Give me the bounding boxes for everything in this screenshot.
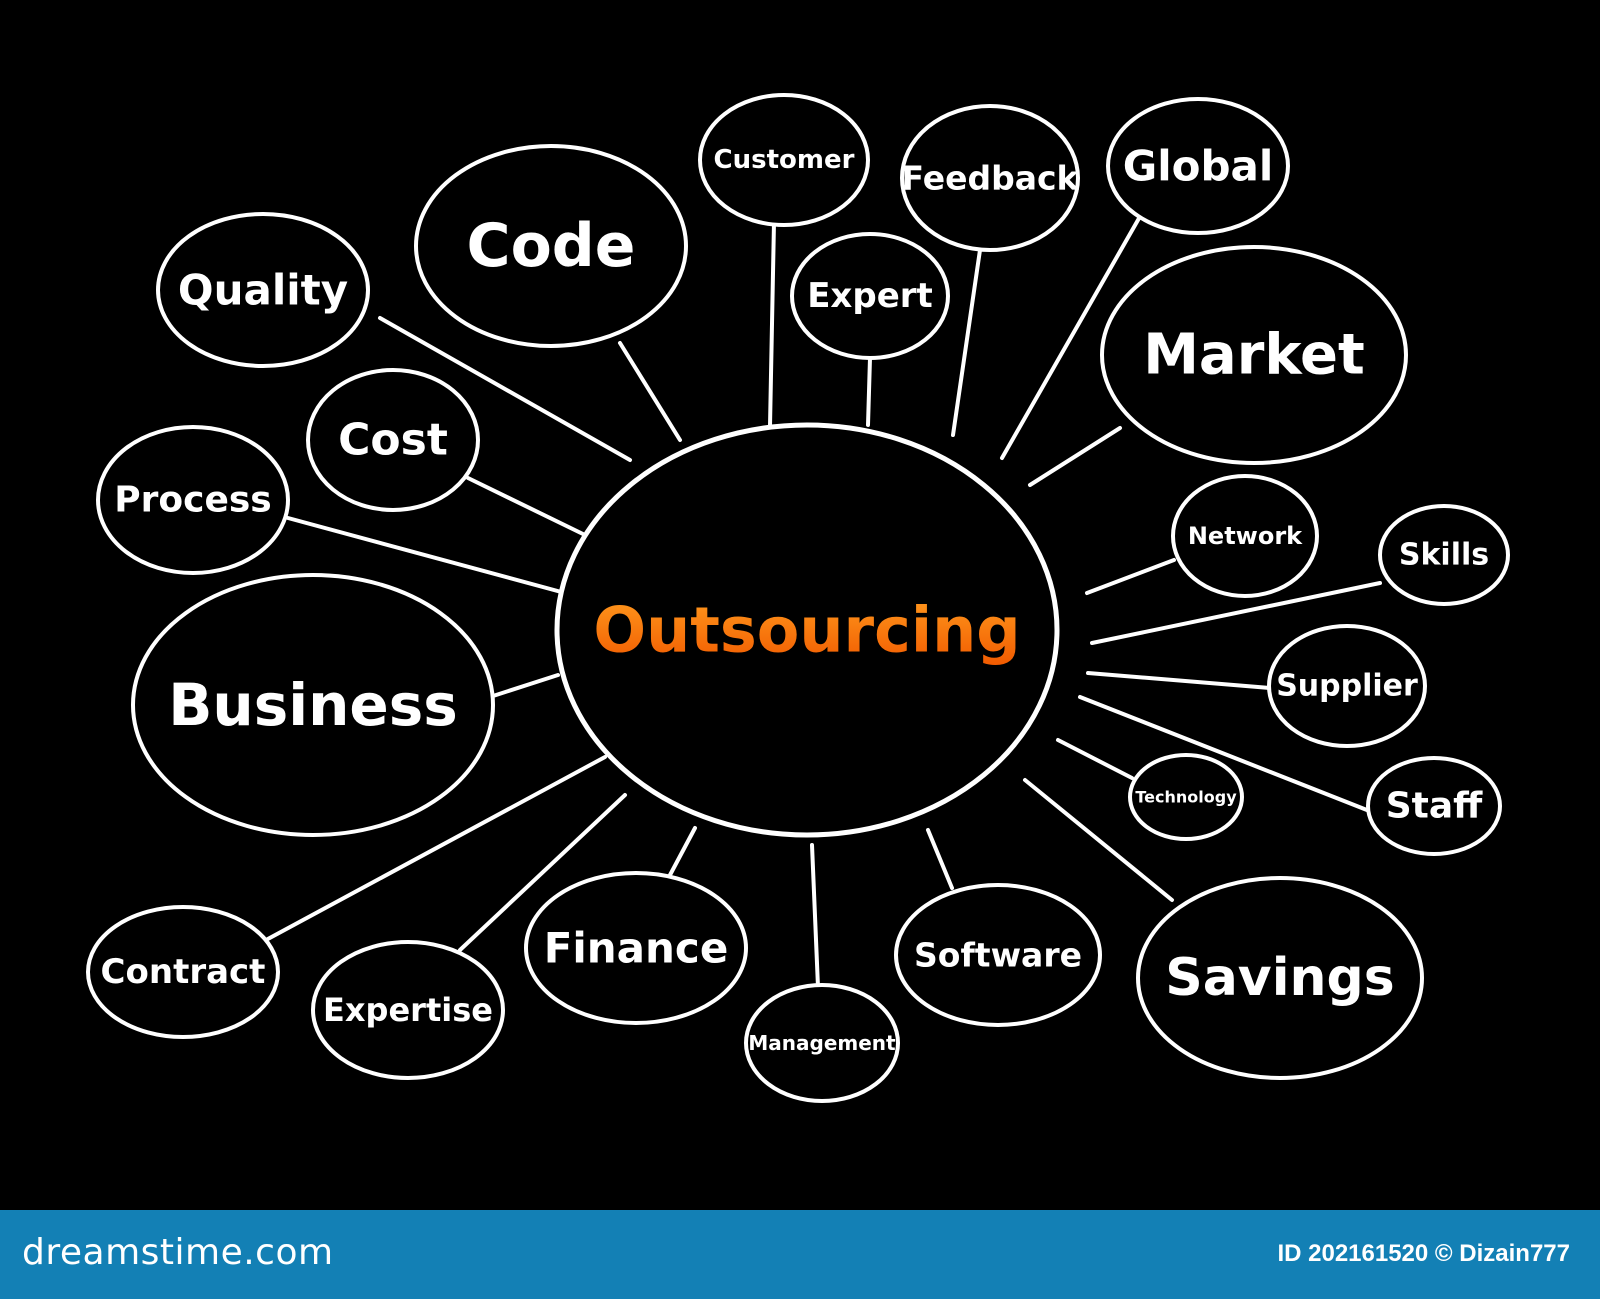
node-expertise-label: Expertise xyxy=(323,991,493,1029)
connector-finance xyxy=(668,826,697,877)
node-staff-bubble xyxy=(1366,756,1502,856)
connector-software xyxy=(926,828,954,890)
footer-brand: dreamstime.com xyxy=(22,1232,334,1273)
node-customer-bubble xyxy=(698,93,870,227)
connector-global xyxy=(1000,211,1144,460)
connector-management xyxy=(810,843,820,989)
node-contract-label: Contract xyxy=(101,952,266,992)
node-skills-bubble xyxy=(1378,504,1510,606)
node-expertise-bubble xyxy=(311,940,505,1080)
node-supplier-label: Supplier xyxy=(1276,669,1418,704)
connectors xyxy=(264,211,1382,989)
node-technology: Technology xyxy=(1128,753,1244,841)
node-feedback-bubble xyxy=(900,104,1080,252)
node-business: Business xyxy=(131,573,495,837)
node-contract: Contract xyxy=(86,905,280,1039)
node-supplier-bubble xyxy=(1267,624,1427,748)
node-technology-label: Technology xyxy=(1135,788,1237,807)
connector-code xyxy=(618,341,682,442)
node-management-label: Management xyxy=(748,1031,896,1055)
connector-customer xyxy=(768,220,776,428)
node-process-bubble xyxy=(96,425,290,575)
connector-process xyxy=(286,516,567,595)
node-quality-bubble xyxy=(156,212,370,368)
node-savings: Savings xyxy=(1136,876,1424,1080)
node-expert-bubble xyxy=(790,232,950,360)
node-finance: Finance xyxy=(524,871,748,1025)
node-code: Code xyxy=(414,144,688,348)
node-savings-bubble xyxy=(1136,876,1424,1080)
node-finance-label: Finance xyxy=(544,924,729,973)
node-technology-bubble xyxy=(1128,753,1244,841)
node-contract-bubble xyxy=(86,905,280,1039)
node-management-bubble xyxy=(744,983,900,1103)
connector-network xyxy=(1085,558,1176,595)
node-software: Software xyxy=(894,883,1102,1027)
node-code-label: Code xyxy=(467,211,636,281)
node-software-bubble xyxy=(894,883,1102,1027)
node-expertise: Expertise xyxy=(311,940,505,1080)
node-process: Process xyxy=(96,425,290,575)
node-cost: Cost xyxy=(306,368,480,512)
node-market: Market xyxy=(1100,245,1408,465)
node-market-bubble xyxy=(1100,245,1408,465)
node-business-bubble xyxy=(131,573,495,837)
footer-bar: dreamstime.com ID 202161520 © Dizain777 xyxy=(0,1210,1600,1299)
node-skills: Skills xyxy=(1378,504,1510,606)
node-quality: Quality xyxy=(156,212,370,368)
connector-expert xyxy=(866,356,872,427)
node-customer: Customer xyxy=(698,93,870,227)
connector-skills xyxy=(1090,581,1382,645)
node-global-bubble xyxy=(1106,97,1290,235)
node-business-label: Business xyxy=(168,671,458,739)
center-node: Outsourcing xyxy=(554,422,1060,838)
node-code-bubble xyxy=(414,144,688,348)
node-expert: Expert xyxy=(790,232,950,360)
connector-savings xyxy=(1023,778,1174,902)
node-global: Global xyxy=(1106,97,1290,235)
node-management: Management xyxy=(744,983,900,1103)
center-bubble xyxy=(554,422,1060,838)
node-staff: Staff xyxy=(1366,756,1502,856)
node-cost-label: Cost xyxy=(338,415,448,466)
node-cost-bubble xyxy=(306,368,480,512)
node-network-bubble xyxy=(1171,474,1319,598)
node-quality-label: Quality xyxy=(178,266,348,315)
node-expert-label: Expert xyxy=(807,276,933,316)
branch-nodes: Quality Code Customer Feedback GlobalExpertM… xyxy=(86,93,1510,1103)
connector-expertise xyxy=(458,793,627,952)
connector-feedback xyxy=(951,248,982,437)
connector-supplier xyxy=(1086,671,1272,690)
node-network-label: Network xyxy=(1188,522,1303,550)
node-software-label: Software xyxy=(914,936,1082,975)
node-feedback: Feedback xyxy=(900,104,1080,252)
connector-staff xyxy=(1078,695,1374,814)
node-staff-label: Staff xyxy=(1386,786,1483,827)
mind-map-diagram: Outsourcing Quality Code Customer Feedback G… xyxy=(86,93,1510,1103)
footer-credit: ID 202161520 © Dizain777 xyxy=(1277,1240,1570,1267)
node-process-label: Process xyxy=(114,480,271,521)
node-market-label: Market xyxy=(1143,323,1365,388)
node-skills-label: Skills xyxy=(1399,538,1489,573)
node-savings-label: Savings xyxy=(1165,948,1394,1008)
connector-technology xyxy=(1056,738,1134,780)
node-feedback-label: Feedback xyxy=(902,159,1080,198)
connector-business xyxy=(491,673,560,698)
connector-cost xyxy=(466,476,587,537)
node-global-label: Global xyxy=(1123,142,1274,191)
connector-quality xyxy=(378,316,632,462)
connector-contract xyxy=(264,755,607,942)
center-label: Outsourcing xyxy=(593,594,1020,667)
node-network: Network xyxy=(1171,474,1319,598)
node-finance-bubble xyxy=(524,871,748,1025)
connector-market xyxy=(1028,426,1122,487)
node-supplier: Supplier xyxy=(1267,624,1427,748)
node-customer-label: Customer xyxy=(714,145,855,175)
